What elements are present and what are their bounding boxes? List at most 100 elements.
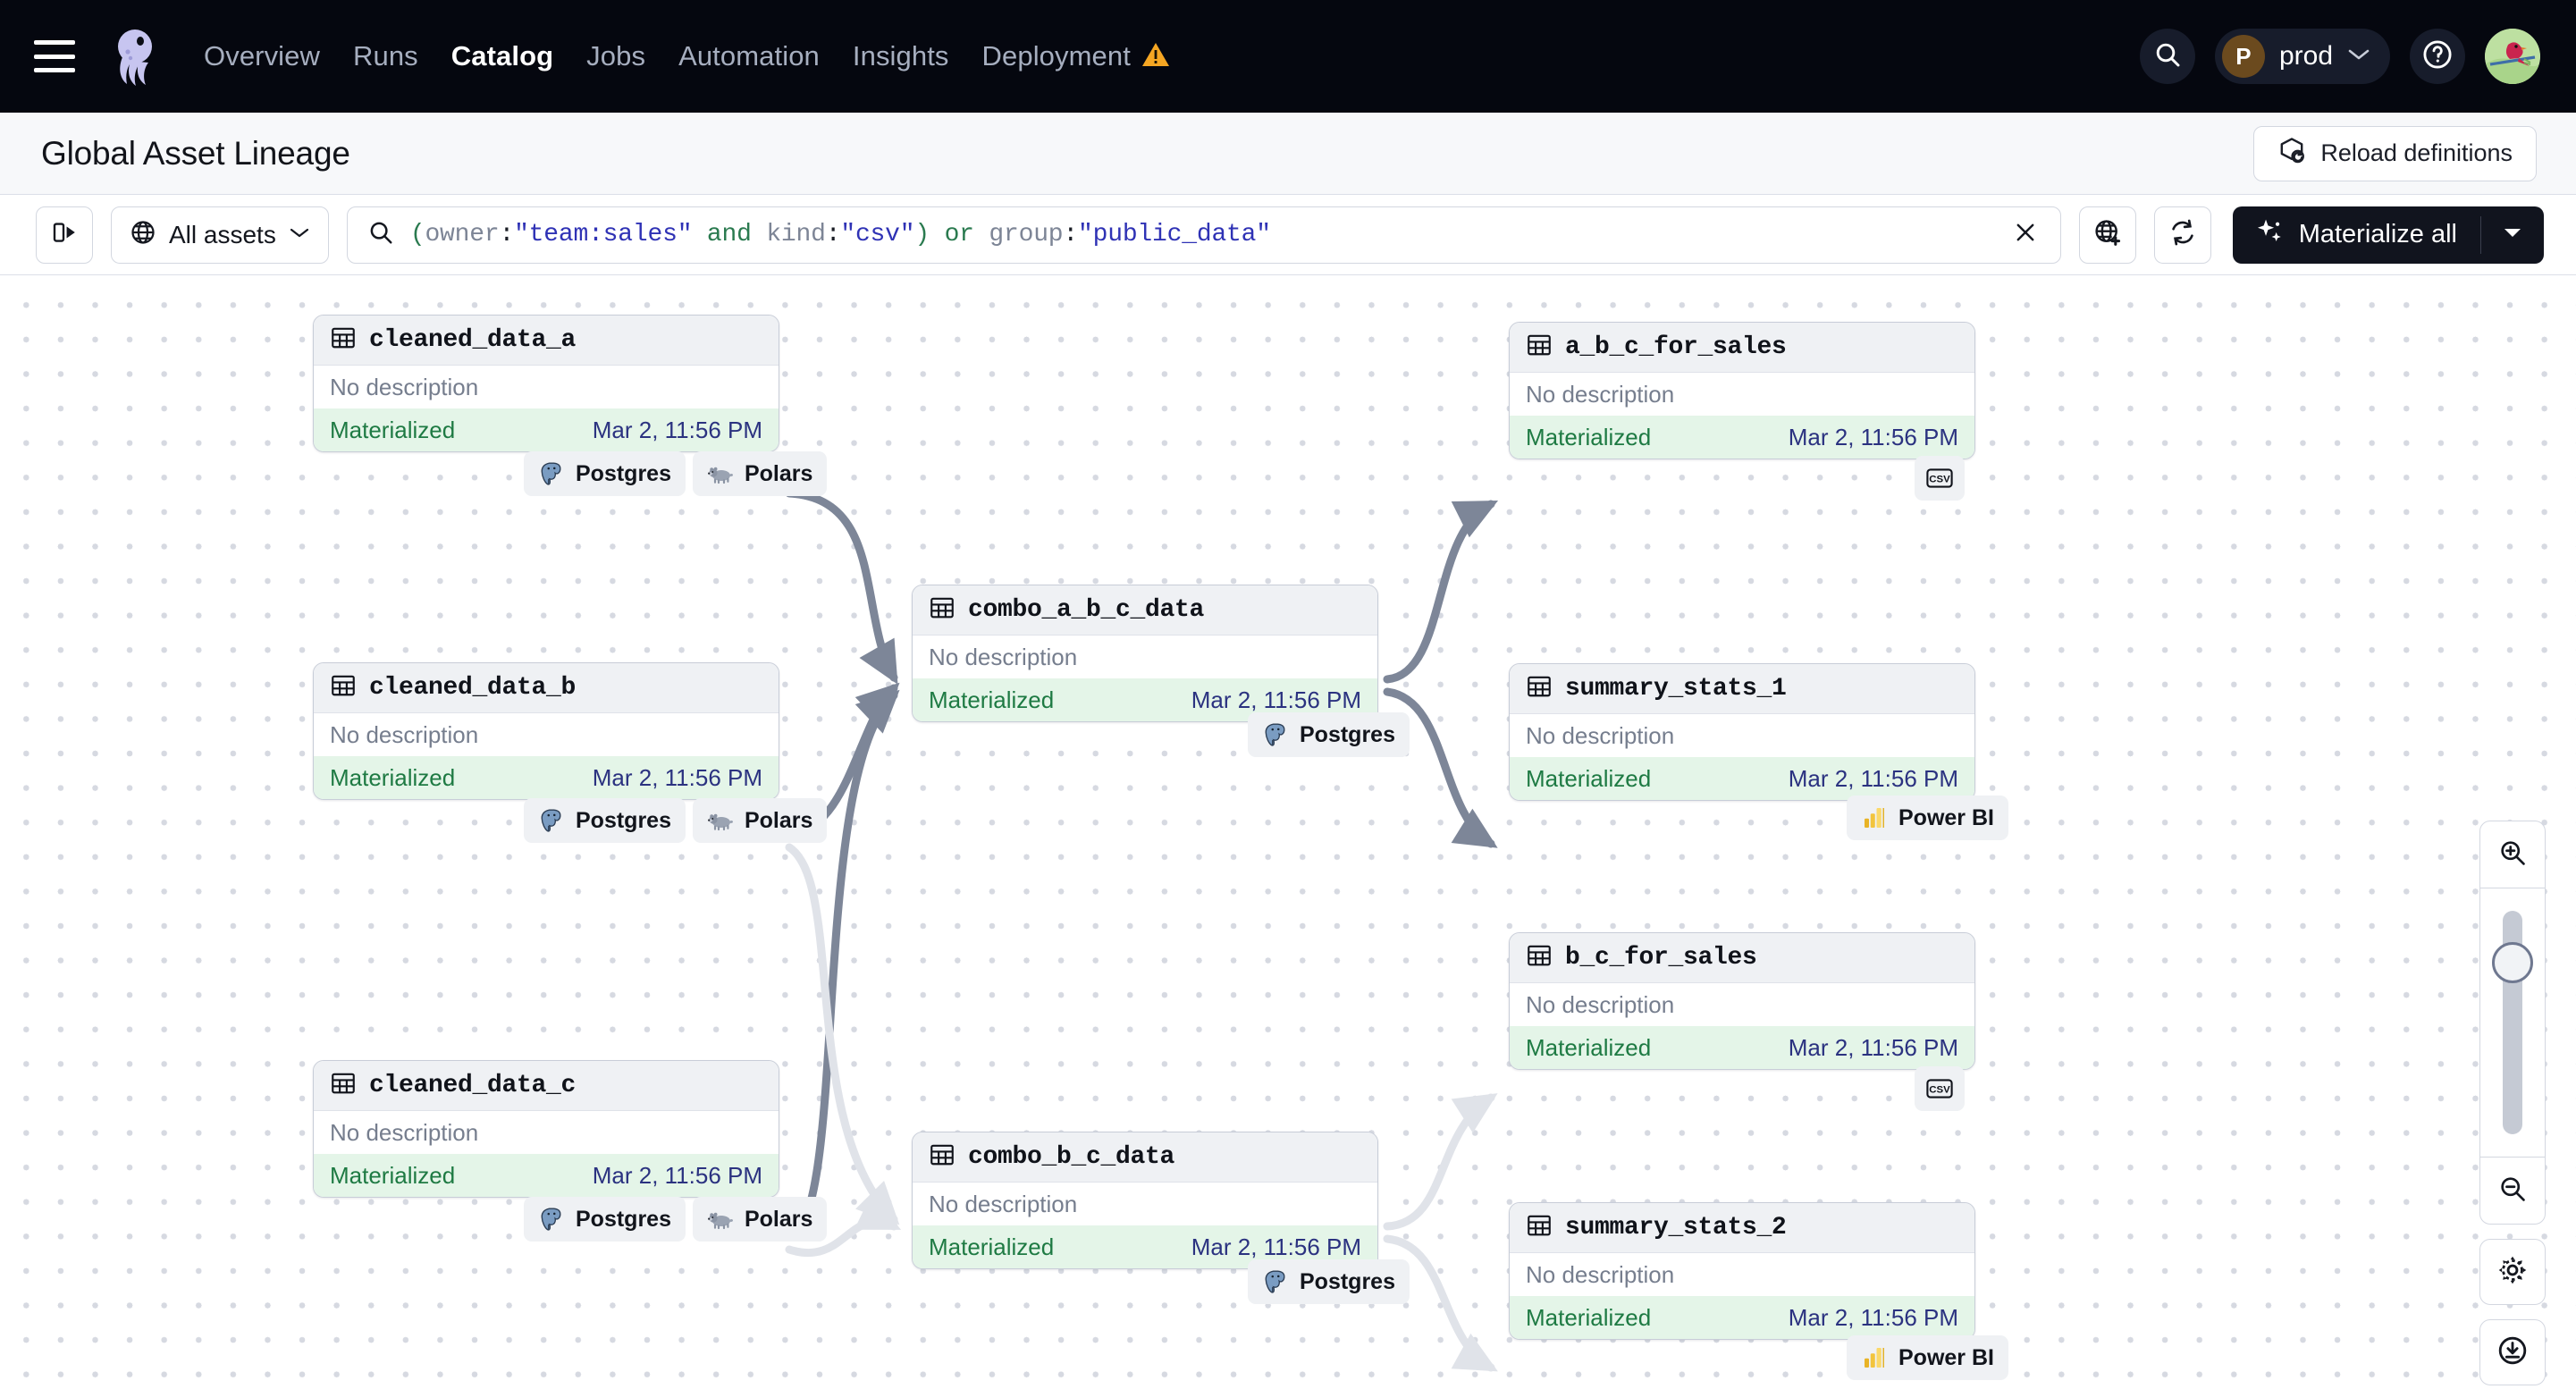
refresh-button[interactable] <box>2153 206 2211 264</box>
kind-tag-postgres[interactable]: Postgres <box>524 1197 686 1242</box>
nav-link-deployment[interactable]: Deployment <box>981 40 1131 72</box>
status-badge: Materialized <box>330 763 456 791</box>
download-graph-button[interactable] <box>2479 1319 2546 1385</box>
add-scope-button[interactable] <box>2078 206 2136 264</box>
asset-node-header[interactable]: cleaned_data_a <box>314 316 779 366</box>
kind-tag-polars[interactable]: Polars <box>692 1197 828 1242</box>
asset-node-description: No description <box>1526 721 1675 749</box>
caret-down-icon <box>2503 226 2522 243</box>
zoom-in-icon <box>2497 838 2528 872</box>
materialization-timestamp[interactable]: Mar 2, 11:56 PM <box>1788 1303 1958 1331</box>
kind-tag-csv[interactable]: CSV <box>1915 1066 1965 1111</box>
zoom-in-button[interactable] <box>2480 821 2545 888</box>
help-button[interactable] <box>2410 29 2465 84</box>
kind-tag-label: Power BI <box>1898 804 1994 830</box>
materialization-timestamp[interactable]: Mar 2, 11:56 PM <box>1788 1033 1958 1061</box>
query-token-val: "csv" <box>840 221 915 248</box>
table-grid-icon <box>1526 673 1553 704</box>
nav-link-deployment-wrapper[interactable]: Deployment <box>982 40 1170 72</box>
kind-tag-polars[interactable]: Polars <box>692 798 828 843</box>
nav-link-runs[interactable]: Runs <box>353 40 418 72</box>
asset-node-header[interactable]: summary_stats_1 <box>1510 664 1974 714</box>
kind-tag-polars[interactable]: Polars <box>692 451 828 496</box>
materialization-timestamp[interactable]: Mar 2, 11:56 PM <box>592 763 762 791</box>
asset-node-header[interactable]: cleaned_data_b <box>314 663 779 713</box>
deployment-switcher[interactable]: P prod <box>2214 29 2390 84</box>
query-token-val: "team:sales" <box>514 221 693 248</box>
zoom-slider-thumb[interactable] <box>2492 942 2533 983</box>
kind-tag-power-bi[interactable]: Power BI <box>1847 796 2008 840</box>
zoom-out-button[interactable] <box>2480 1158 2545 1224</box>
kind-tag-csv[interactable]: CSV <box>1915 456 1965 501</box>
svg-text:CSV: CSV <box>1929 1085 1950 1096</box>
materialization-timestamp[interactable]: Mar 2, 11:56 PM <box>592 1161 762 1189</box>
asset-search-input[interactable]: (owner:"team:sales" and kind:"csv") or g… <box>410 221 1989 248</box>
nav-link-insights[interactable]: Insights <box>852 40 949 72</box>
chevron-down-icon <box>2347 47 2370 66</box>
asset-node-status[interactable]: Materialized Mar 2, 11:56 PM <box>314 408 779 451</box>
kind-tag-postgres[interactable]: Postgres <box>1248 1259 1410 1304</box>
materialize-all-button[interactable]: Materialize all <box>2232 206 2544 264</box>
deployment-initial-avatar: P <box>2221 35 2265 78</box>
dagster-logo-icon[interactable] <box>105 25 168 88</box>
asset-node-name: a_b_c_for_sales <box>1565 333 1787 361</box>
materialization-timestamp[interactable]: Mar 2, 11:56 PM <box>592 416 762 443</box>
graph-settings-button[interactable] <box>2479 1239 2546 1305</box>
materialization-timestamp[interactable]: Mar 2, 11:56 PM <box>1788 423 1958 450</box>
kind-tag-postgres[interactable]: Postgres <box>1248 712 1410 757</box>
asset-node-status[interactable]: Materialized Mar 2, 11:56 PM <box>314 756 779 799</box>
asset-node-header[interactable]: cleaned_data_c <box>314 1061 779 1111</box>
materialization-timestamp[interactable]: Mar 2, 11:56 PM <box>1191 1233 1361 1260</box>
materialize-dropdown-button[interactable] <box>2481 226 2544 243</box>
query-token-colon: : <box>499 221 515 248</box>
asset-node-header[interactable]: combo_a_b_c_data <box>913 585 1377 636</box>
materialization-timestamp[interactable]: Mar 2, 11:56 PM <box>1191 686 1361 713</box>
asset-node-header[interactable]: b_c_for_sales <box>1510 933 1974 983</box>
hamburger-menu-icon[interactable] <box>34 40 75 72</box>
asset-node-header[interactable]: combo_b_c_data <box>913 1132 1377 1183</box>
global-search-button[interactable] <box>2139 29 2195 84</box>
user-avatar[interactable] <box>2485 29 2540 84</box>
asset-node-description: No description <box>330 373 479 400</box>
table-grid-icon <box>1526 942 1553 973</box>
materialization-timestamp[interactable]: Mar 2, 11:56 PM <box>1788 764 1958 792</box>
asset-node-name: summary_stats_1 <box>1565 675 1787 703</box>
reload-definitions-button[interactable]: Reload definitions <box>2253 125 2537 181</box>
asset-node-name: b_c_for_sales <box>1565 944 1757 972</box>
asset-node-header[interactable]: a_b_c_for_sales <box>1510 323 1974 373</box>
zoom-slider[interactable] <box>2480 888 2545 1157</box>
kind-tag-postgres[interactable]: Postgres <box>524 798 686 843</box>
nav-link-automation[interactable]: Automation <box>678 40 820 72</box>
asset-node-name: combo_a_b_c_data <box>968 596 1205 624</box>
status-badge: Materialized <box>330 416 456 443</box>
nav-link-catalog[interactable]: Catalog <box>450 40 554 72</box>
asset-scope-selector[interactable]: All assets <box>111 206 329 264</box>
nav-link-jobs[interactable]: Jobs <box>586 40 646 72</box>
kind-tag-postgres[interactable]: Postgres <box>524 451 686 496</box>
csv-file-icon: CSV <box>1926 1078 1953 1099</box>
asset-node-header[interactable]: summary_stats_2 <box>1510 1203 1974 1253</box>
globe-icon <box>130 219 156 250</box>
query-token-val: "public_data" <box>1078 221 1271 248</box>
clear-search-button[interactable] <box>2005 215 2046 256</box>
kind-tag-power-bi[interactable]: Power BI <box>1847 1335 2008 1380</box>
nav-link-overview[interactable]: Overview <box>204 40 320 72</box>
sidebar-toggle-button[interactable] <box>36 206 93 264</box>
materialize-all-main[interactable]: Materialize all <box>2233 216 2480 254</box>
asset-search-box[interactable]: (owner:"team:sales" and kind:"csv") or g… <box>346 206 2061 264</box>
